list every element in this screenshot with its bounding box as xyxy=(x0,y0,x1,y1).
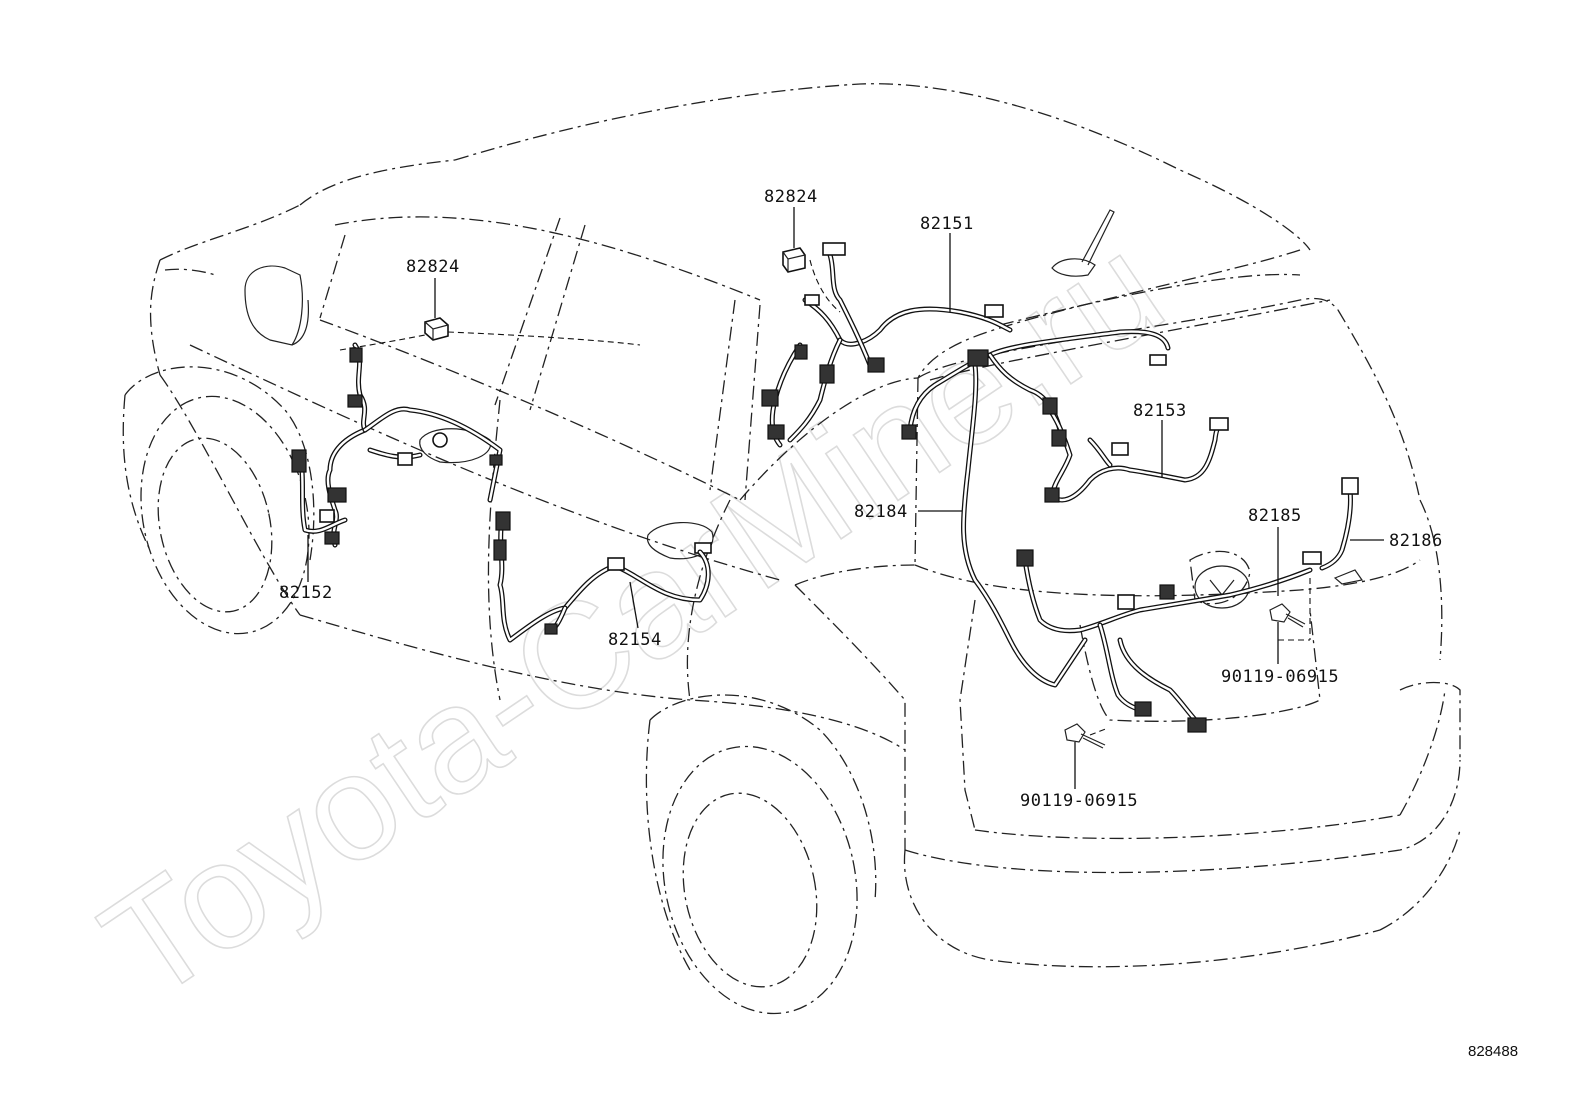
callout-bolt-lower: 90119-06915 xyxy=(1020,791,1138,811)
callout-82185: 82185 xyxy=(1248,506,1302,526)
bolt-lower xyxy=(1064,723,1106,749)
callout-labels: 82824 82824 82151 82153 82184 82185 8218… xyxy=(279,187,1443,811)
callout-bolt-right: 90119-06915 xyxy=(1221,667,1339,687)
leader-lines xyxy=(307,207,1384,789)
harness-82153-hatch-upper xyxy=(1042,397,1229,503)
relay-82824-left xyxy=(424,317,449,341)
callout-82824-left: 82824 xyxy=(406,257,460,277)
harness-82185-hatch-lower xyxy=(1016,549,1322,733)
relay-82824-right xyxy=(782,247,806,273)
callout-82153: 82153 xyxy=(1133,401,1187,421)
harness-82152-front-door xyxy=(291,342,503,548)
callout-82154: 82154 xyxy=(608,630,662,650)
watermark: Toyota-CarMine.ru xyxy=(73,202,1191,1033)
front-door-handle xyxy=(419,428,492,464)
bolt-right xyxy=(1269,603,1306,628)
side-mirror xyxy=(244,265,310,346)
callout-82152: 82152 xyxy=(279,583,333,603)
harness-82154-rear-door xyxy=(493,511,711,643)
callout-82186: 82186 xyxy=(1389,531,1443,551)
car-body-outline xyxy=(122,83,1461,1015)
harness-82186-hatch-right xyxy=(1319,477,1364,585)
harness-82151-roof xyxy=(761,242,1013,448)
harness-82184-hatch xyxy=(901,329,1171,688)
callout-82824-right: 82824 xyxy=(764,187,818,207)
roof-antenna xyxy=(1051,209,1115,277)
callout-82184: 82184 xyxy=(854,502,908,522)
watermark-text: Toyota-CarMine.ru xyxy=(74,202,1191,1031)
callout-82151: 82151 xyxy=(920,214,974,234)
diagram-reference-number: 828488 xyxy=(1468,1043,1518,1060)
